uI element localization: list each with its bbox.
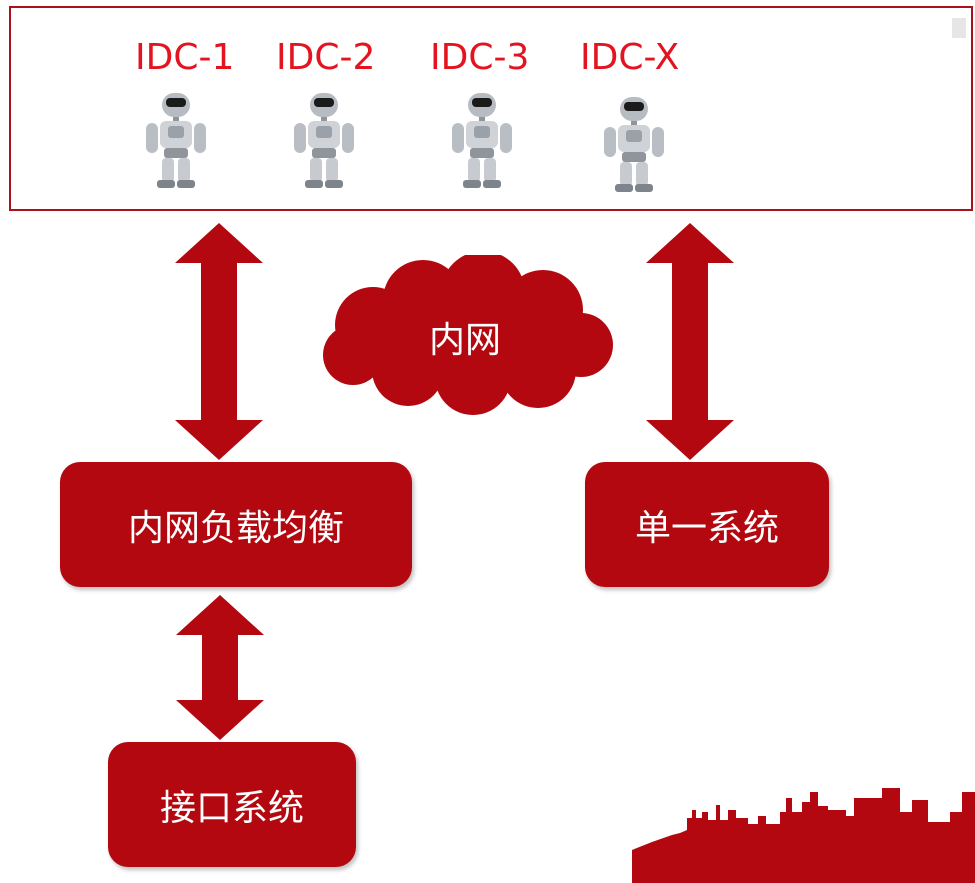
idc-label: IDC-X xyxy=(580,37,680,78)
corner-mark xyxy=(952,18,966,38)
idc-label: IDC-1 xyxy=(135,37,235,78)
idc-label: IDC-3 xyxy=(430,37,530,78)
double-arrow-loadbalancer-interface xyxy=(176,595,264,740)
network-label: 内网 xyxy=(428,320,501,361)
idc-label: IDC-2 xyxy=(276,37,376,78)
double-arrow-idc-single-system xyxy=(646,223,734,460)
double-arrow-idc-loadbalancer xyxy=(175,223,263,460)
load-balancer-box: 内网负载均衡 xyxy=(60,462,412,587)
cloud-icon xyxy=(323,255,613,415)
interface-system-box: 接口系统 xyxy=(108,742,356,867)
single-system-box: 单一系统 xyxy=(585,462,829,587)
city-skyline-icon xyxy=(632,788,975,883)
